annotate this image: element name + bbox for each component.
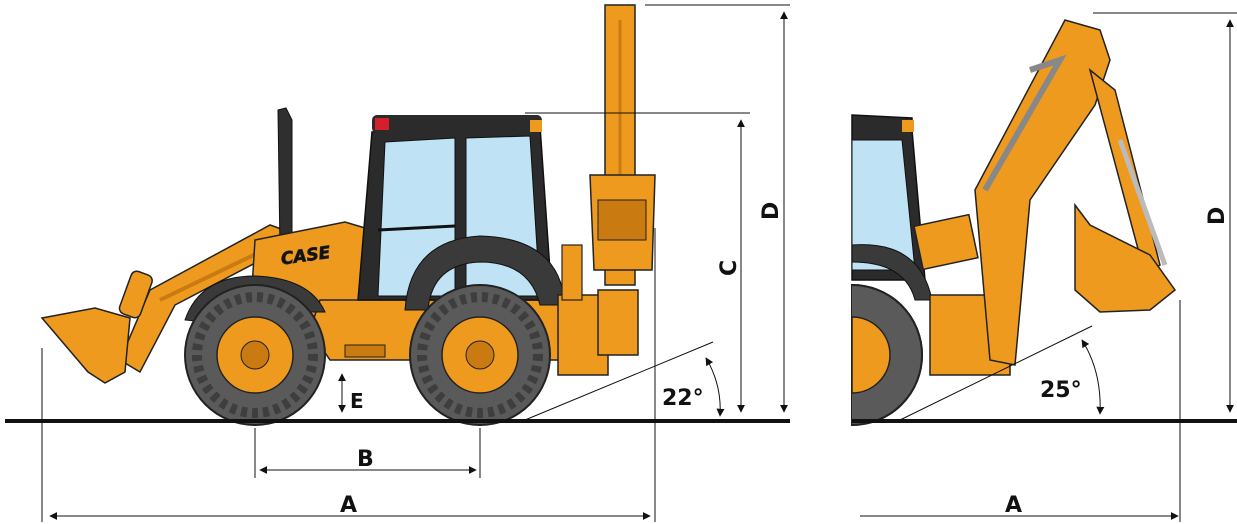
backhoe-boom bbox=[974, 19, 1111, 366]
backhoe-rear-view-extended bbox=[851, 19, 1177, 427]
loader-bucket bbox=[40, 307, 131, 384]
label-c: C bbox=[717, 260, 742, 276]
backhoe-arm-raised bbox=[557, 4, 656, 376]
label-d-right: D bbox=[1205, 207, 1230, 225]
label-b: B bbox=[357, 447, 374, 472]
label-angle-left: 22° bbox=[662, 386, 704, 411]
backhoe-loader-side-view: CASE bbox=[40, 4, 656, 426]
label-angle-right: 25° bbox=[1040, 378, 1082, 403]
angle-arc-right bbox=[1081, 339, 1105, 415]
backhoe-bucket bbox=[1074, 202, 1177, 313]
angle-arc-left bbox=[705, 357, 725, 417]
rear-wheel bbox=[409, 284, 551, 426]
dimension-lines bbox=[41, 4, 1237, 522]
step bbox=[344, 344, 386, 358]
beacon-light bbox=[375, 118, 389, 130]
label-e: E bbox=[350, 389, 364, 413]
exhaust-pipe bbox=[277, 107, 293, 251]
rear-fender-partial bbox=[851, 244, 933, 301]
front-wheel bbox=[184, 284, 326, 426]
label-d-left: D bbox=[759, 202, 784, 220]
rear-wheel-partial bbox=[851, 283, 924, 427]
label-a-right: A bbox=[1005, 493, 1022, 518]
label-a-left: A bbox=[340, 493, 357, 518]
backhoe-dipper bbox=[1088, 67, 1161, 277]
